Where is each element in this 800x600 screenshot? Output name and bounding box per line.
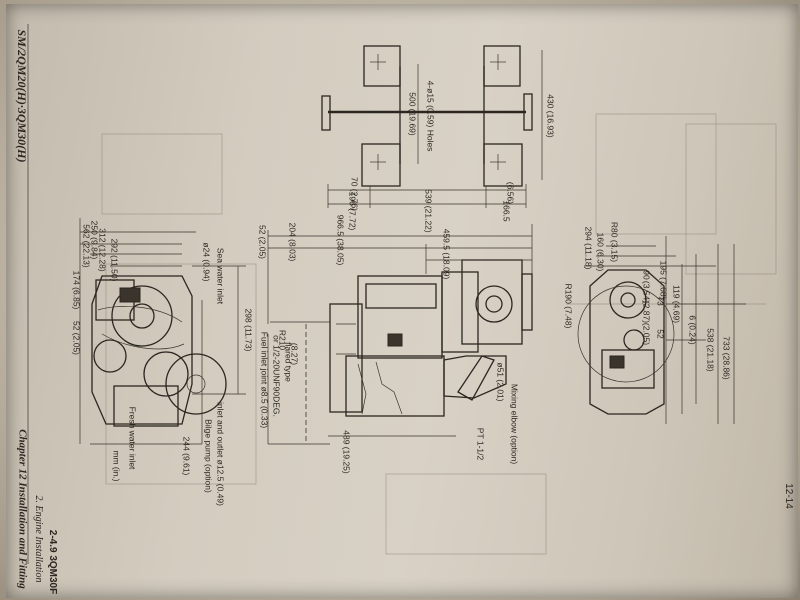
fuel-inlet-line-3: flared type: [283, 342, 294, 382]
fresh-water-inlet-label: Fresh water inlet: [127, 406, 138, 470]
dim-204: 204 (8.03): [287, 222, 298, 262]
mixing-elbow-label: Mixing elbow (option): [509, 383, 520, 465]
dim-195: 195 (7.68): [658, 260, 669, 300]
sea-water-diameter: ø24 (0.94): [201, 242, 212, 282]
chapter-title: Chapter 12 Installation and Fitting: [16, 429, 29, 589]
figure-title: 2-4.9 3QM30F: [47, 529, 58, 595]
dim-119: 119 (4.69): [671, 284, 682, 324]
section-title: 2. Engine Installation: [33, 495, 44, 583]
sea-water-inlet-label: Sea water inlet: [215, 247, 226, 305]
dim-292: 292 (11.50): [109, 238, 120, 282]
front-view-engine: [79, 218, 246, 445]
page-number: 12-14: [783, 483, 794, 509]
dim-160: 160 (6.30): [595, 232, 606, 272]
dim-966: 966.5 (38.05): [335, 214, 346, 266]
dim-205: (2.05): [641, 322, 652, 346]
engine-drawing: [27, 24, 777, 564]
model-title: SM/2QM20(H)·3QM30(H): [15, 29, 29, 163]
bilge-pump-line-1: Bilge pump (option): [203, 419, 214, 493]
pt-label: PT 1-1/2: [475, 427, 486, 461]
dim-52-rear: 52: [655, 329, 666, 339]
dim-73: 73: [655, 296, 666, 306]
holes-label: 4-ø15 (0.59) Holes: [425, 80, 436, 152]
dim-500: 500 (19.69): [407, 92, 418, 136]
dim-196: 196 (7.72): [347, 191, 358, 231]
dim-52-side: 52 (2.05): [257, 224, 268, 260]
units-label: mm (in.): [111, 450, 122, 482]
dim-287: (2.87): [641, 300, 652, 324]
rear-view-engine: [577, 236, 746, 424]
dim-294: 294 (11.18): [583, 226, 594, 270]
dim-430: 430 (16.93): [545, 94, 556, 138]
radius-190: R190 (7.48): [563, 283, 574, 329]
fuel-inlet-line-1: Fuel inlet joint ø8.5 (0.33): [259, 331, 270, 429]
dim-656: (6.56): [505, 181, 516, 205]
dim-459: 459.5 (18.09): [441, 228, 452, 280]
top-view-base: [321, 45, 543, 208]
dim-6: 6 (0.24): [687, 315, 698, 345]
dim-51: ø51 (2.01): [495, 362, 506, 402]
dim-539: 539 (21.22): [423, 189, 434, 233]
dim-538: 538 (21.18): [705, 328, 716, 372]
dim-298: 298 (11.73): [243, 308, 254, 352]
manual-page: Chapter 12 Installation and Fitting 2. E…: [6, 4, 798, 598]
dim-354: (3.54): [641, 280, 652, 304]
radius-80: R80 (3.15): [609, 221, 620, 263]
dim-489: 489 (19.25): [341, 430, 352, 474]
dim-733: 733 (28.86): [721, 336, 732, 380]
dim-52-front: 52 (2.05): [71, 320, 82, 356]
dim-90: 90: [641, 270, 652, 280]
bilge-pump-line-2: inlet and outlet ø12.5 (0.49): [215, 402, 226, 506]
fuel-inlet-line-2: or 1/2-20UNF90DEG.: [271, 335, 282, 417]
dim-174: 174 (6.85): [71, 270, 82, 310]
side-view-engine: [267, 224, 533, 445]
dim-244: 244 (9.61): [181, 436, 192, 476]
dim-250: 250 (9.84): [89, 220, 100, 260]
